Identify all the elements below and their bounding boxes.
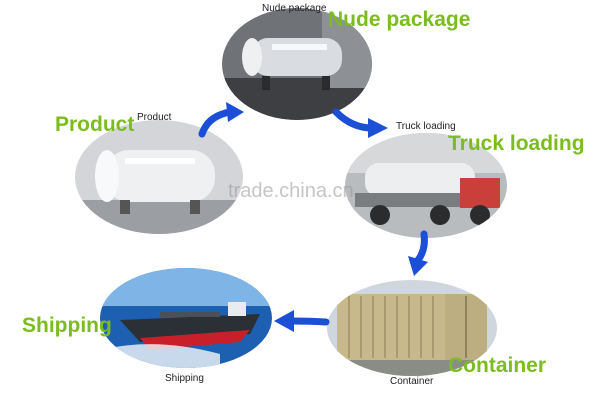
container-photo <box>327 280 497 376</box>
container-title: Container <box>448 354 547 377</box>
arrow-container-to-shipping-icon <box>274 310 330 332</box>
container-caption: Container <box>390 376 434 387</box>
shipping-title: Shipping <box>22 314 112 337</box>
arrow-nude-to-truck-icon <box>332 108 388 138</box>
nude-package-title: Nude package <box>328 8 471 31</box>
truck-loading-title: Truck loading <box>448 132 585 155</box>
arrow-truck-to-container-icon <box>408 230 428 276</box>
watermark-text: trade.china.cn <box>228 180 354 202</box>
nude-package-photo <box>222 8 372 120</box>
truck-loading-photo <box>345 133 507 238</box>
shipping-caption: Shipping <box>165 373 204 384</box>
nude-package-caption: Nude package <box>262 3 327 14</box>
product-caption: Product <box>137 112 172 123</box>
arrow-product-to-nude-icon <box>198 102 244 138</box>
product-title: Product <box>55 113 135 136</box>
product-photo <box>75 120 243 234</box>
truck-loading-caption: Truck loading <box>396 121 456 132</box>
shipping-photo <box>100 268 272 368</box>
